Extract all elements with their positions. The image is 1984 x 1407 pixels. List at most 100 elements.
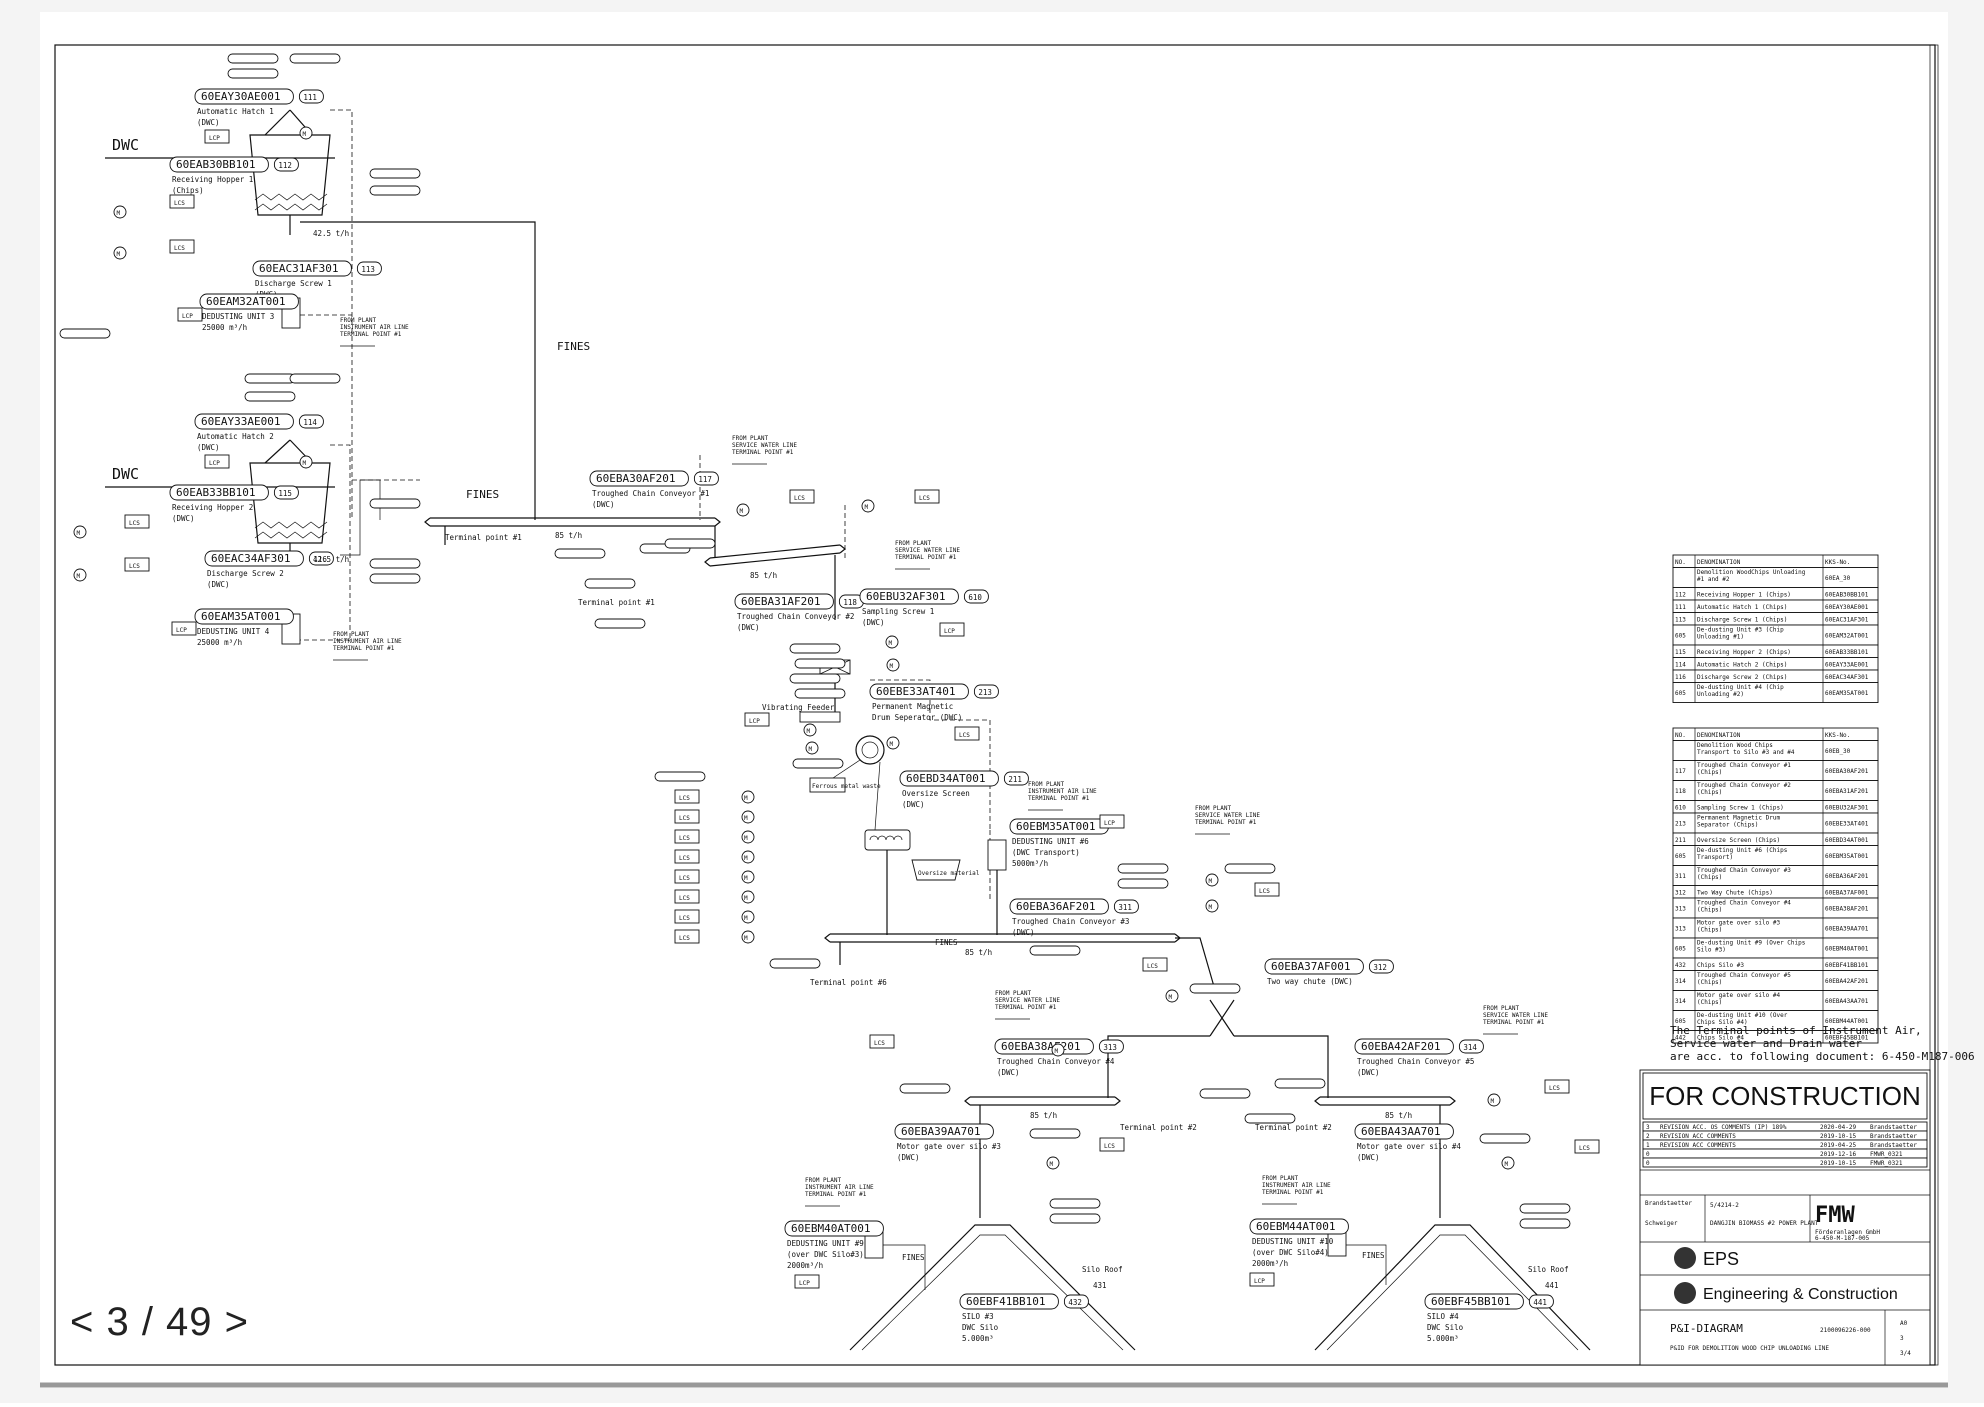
discharge-line-1	[300, 221, 536, 520]
lcp-box: LCP	[171, 621, 197, 636]
instrument-bubble	[1199, 1088, 1251, 1099]
lcs-box: LCS	[674, 909, 700, 924]
lcs-box: LCS	[169, 194, 195, 209]
lcs-box: LCS	[1574, 1139, 1600, 1154]
tag-text: 60EBA30AF201	[596, 472, 675, 485]
svg-text:SERVICE WATER LINE: SERVICE WATER LINE	[995, 997, 1060, 1004]
table-cell-denomination: (Chips)	[1697, 907, 1722, 914]
table-cell-kks: 60EAC34AF301	[1825, 674, 1869, 681]
table-cell-denomination: Chips Silo #4)	[1697, 1019, 1748, 1026]
terminal-point-6-label: Terminal point #6	[810, 978, 887, 987]
tag-bubble	[994, 1038, 1094, 1055]
dashed-line-hatch2	[300, 444, 351, 641]
item-number-bubble	[1368, 959, 1394, 974]
equipment-desc: (DWC)	[997, 1068, 1020, 1077]
equipment-desc: (over DWC Silo#4)	[1252, 1248, 1329, 1257]
equipment-desc: 2000m³/h	[1252, 1259, 1288, 1268]
motor-symbol	[113, 246, 127, 260]
equipment-desc: Motor gate over silo #4	[1357, 1142, 1461, 1151]
instrument-bubble	[369, 573, 421, 584]
table-cell-denomination: Troughed Chain Conveyor #3	[1697, 867, 1791, 874]
equipment-desc: Oversize Screen	[902, 789, 970, 798]
item-number: 314	[1463, 1043, 1477, 1052]
item-number-bubble	[298, 414, 324, 429]
terminal-point-1-label: Terminal point #1	[445, 533, 522, 542]
instrument-bubble	[1049, 1198, 1101, 1209]
tag-bubble	[1264, 958, 1364, 975]
project-name: DANGJIN BIOMASS #2 POWER PLANT	[1710, 1220, 1819, 1227]
tag-text: 60EBU32AF301	[866, 590, 945, 603]
table-cell-kks: 60EBA30AF201	[1825, 768, 1869, 775]
instrument-bubble	[794, 688, 846, 699]
table-cell-denomination: Sampling Screw 1 (Chips)	[1697, 804, 1784, 811]
flow-rate-3: 85 t/h	[555, 531, 582, 540]
equipment-desc: (DWC)	[1357, 1068, 1380, 1077]
svg-text:SERVICE WATER LINE: SERVICE WATER LINE	[895, 547, 960, 554]
svg-text:FROM PLANT: FROM PLANT	[333, 631, 370, 638]
vibrating-feeder-symbol	[799, 711, 841, 723]
equipment-desc: DEDUSTING UNIT 4	[197, 627, 270, 636]
svg-text:2019-10-15: 2019-10-15	[1820, 1133, 1857, 1140]
motor-letter: M	[740, 508, 744, 515]
stamp-text: FOR CONSTRUCTION	[1649, 1081, 1921, 1111]
fines-label-4: FINES	[902, 1253, 925, 1262]
motor-symbol	[741, 910, 755, 924]
motor-letter: M	[77, 573, 81, 580]
tag-text: 60EBM40AT001	[791, 1222, 870, 1235]
table-cell-denomination: De-dusting Unit #3 (Chip	[1697, 627, 1784, 634]
item-number-bubble	[1063, 1294, 1089, 1309]
tag-bubble	[734, 593, 834, 610]
equipment-desc: (DWC)	[592, 500, 615, 509]
item-number-bubble	[356, 261, 382, 276]
instrument-bubble	[1029, 945, 1081, 956]
equipment-desc: Discharge Screw 2	[207, 569, 284, 578]
motor-symbol	[113, 205, 127, 219]
lcp-box: LCP	[204, 454, 230, 469]
item-number: 610	[968, 593, 982, 602]
tag-bubble	[204, 550, 304, 567]
tag-bubble	[169, 156, 269, 173]
svg-text:LCS: LCS	[1579, 1145, 1590, 1152]
equipment-desc: DWC Silo	[962, 1323, 999, 1332]
table-cell-kks: 60EAC31AF301	[1825, 616, 1869, 623]
motor-symbol	[741, 930, 755, 944]
item-number: 113	[361, 265, 375, 274]
tag-bubble	[869, 683, 969, 700]
svg-text:TERMINAL POINT #1: TERMINAL POINT #1	[805, 1191, 867, 1198]
instrument-bubble	[789, 673, 841, 684]
document-no: 2100096226-000	[1820, 1327, 1871, 1334]
silo-roof-number-3: 431	[1093, 1281, 1107, 1290]
lcs-box: LCS	[1254, 882, 1280, 897]
tag-bubble	[194, 88, 294, 105]
eps-logo-text: EPS	[1703, 1249, 1739, 1269]
tag-text: 60EBD34AT001	[906, 772, 985, 785]
svg-text:2019-12-16: 2019-12-16	[1820, 1151, 1857, 1158]
table-cell-kks: KKS-No.	[1825, 732, 1850, 739]
tag-bubble	[784, 1220, 884, 1237]
svg-text:Brandstaetter: Brandstaetter	[1870, 1142, 1917, 1149]
tag-text: 60EAM32AT001	[206, 295, 285, 308]
lcs-box: LCS	[674, 849, 700, 864]
table-cell-denomination: Demolition Wood Chips	[1697, 742, 1773, 749]
instrument-bubble	[369, 168, 421, 179]
instrument-bubble	[1117, 863, 1169, 874]
item-number-bubble	[1528, 1294, 1554, 1309]
equipment-desc: (DWC)	[197, 118, 220, 127]
svg-text:M: M	[744, 835, 748, 842]
item-number-bubble	[298, 89, 324, 104]
table-cell-denomination: (Chips)	[1697, 927, 1722, 934]
svg-text:LCP: LCP	[182, 313, 193, 320]
lcp-box: LCP	[939, 622, 965, 637]
table-cell-denomination: DENOMINATION	[1697, 559, 1741, 566]
equipment-desc: 25000 m³/h	[202, 323, 247, 332]
motor-symbol	[1487, 1093, 1501, 1107]
lcp-box: LCP	[1099, 814, 1125, 829]
svg-text:LCS: LCS	[1147, 963, 1158, 970]
